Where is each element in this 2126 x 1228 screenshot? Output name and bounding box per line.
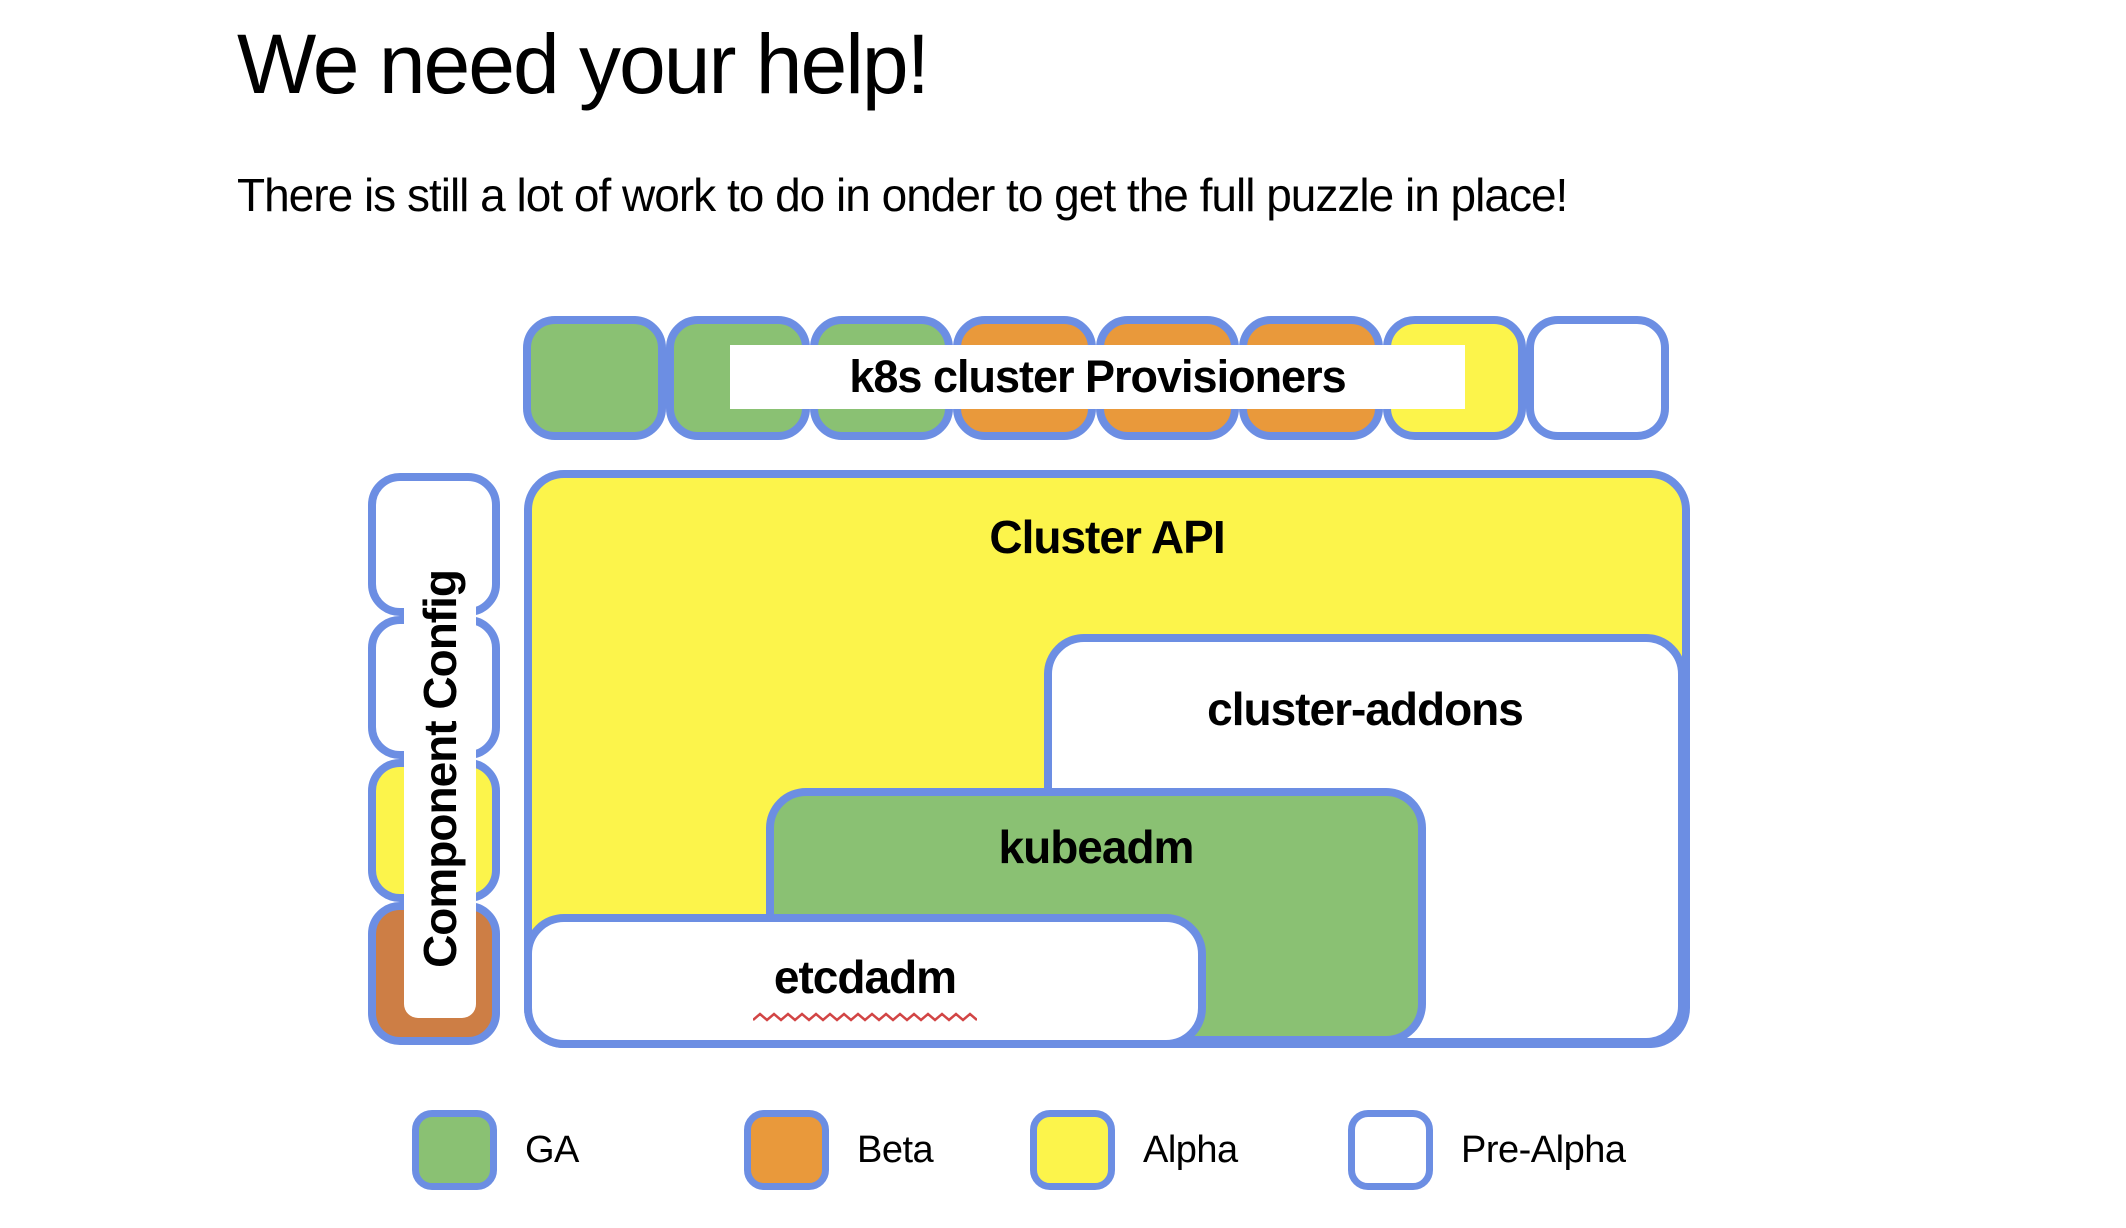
legend-item-beta: Beta (744, 1108, 934, 1192)
legend-swatch-alpha (1030, 1110, 1115, 1190)
legend-item-alpha: Alpha (1030, 1108, 1238, 1192)
legend-label-ga: GA (525, 1128, 579, 1171)
component-config-label-text: Component Config (414, 570, 466, 968)
slide-subtitle: There is still a lot of work to do in on… (237, 169, 1568, 221)
cluster-api-label: Cluster API (989, 511, 1225, 563)
legend-label-alpha: Alpha (1143, 1128, 1238, 1171)
etcdadm-box: etcdadm (524, 914, 1206, 1048)
legend-swatch-ga (412, 1110, 497, 1190)
legend-swatch-pre-alpha (1348, 1110, 1433, 1190)
kubeadm-label: kubeadm (998, 821, 1195, 873)
slide-title: We need your help! (237, 17, 930, 111)
component-config-label-plate: Component Config (404, 520, 476, 1018)
legend-item-pre-alpha: Pre-Alpha (1348, 1108, 1626, 1192)
legend-item-ga: GA (412, 1108, 579, 1192)
provisioners-label-text: k8s cluster Provisioners (849, 351, 1346, 402)
legend-label-pre-alpha: Pre-Alpha (1461, 1128, 1626, 1171)
spellcheck-squiggle-underline (753, 1012, 977, 1022)
legend-label-beta: Beta (857, 1128, 934, 1171)
legend-swatch-beta (744, 1110, 829, 1190)
cluster-addons-label: cluster-addons (1207, 683, 1524, 735)
etcdadm-label: etcdadm (773, 951, 957, 1003)
provisioners-label-plate: k8s cluster Provisioners (730, 345, 1465, 409)
status-tile-pre (1525, 316, 1669, 440)
status-tile-ga (523, 316, 667, 440)
